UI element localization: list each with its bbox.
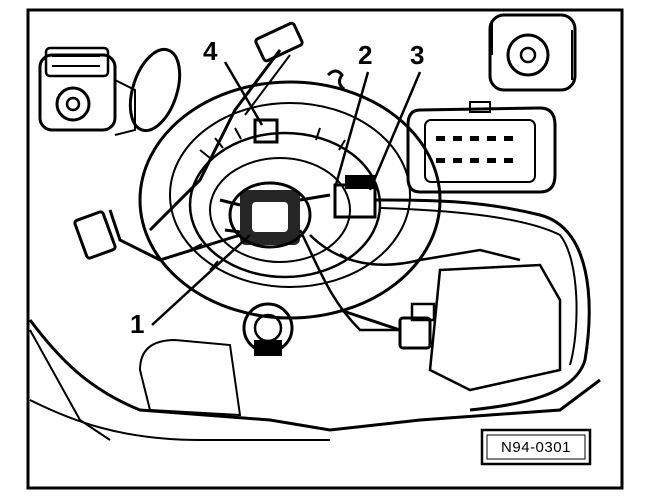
wire-left bbox=[108, 209, 241, 262]
housing-outline bbox=[28, 319, 601, 432]
diagram-frame bbox=[26, 8, 624, 490]
callout-2-leader bbox=[333, 71, 370, 189]
callout-4-leader bbox=[223, 61, 264, 126]
connector-2-3 bbox=[333, 175, 377, 219]
reference-code: N94-0301 bbox=[501, 439, 571, 456]
callout-label-1: 1 bbox=[130, 309, 144, 339]
reference-code-box: N94-0301 bbox=[480, 428, 592, 466]
wire-loop-right-inner bbox=[379, 207, 578, 366]
right-lower-block bbox=[428, 263, 562, 392]
housing-inner-outline bbox=[29, 399, 330, 441]
left-adjuster-motor bbox=[38, 46, 136, 136]
connector-4 bbox=[253, 118, 279, 144]
left-clip bbox=[73, 210, 117, 260]
small-plug bbox=[339, 302, 436, 350]
callout-label-4: 4 bbox=[203, 36, 218, 66]
right-adjuster-motor bbox=[488, 13, 577, 92]
housing-lower-bump bbox=[138, 338, 242, 417]
multi-pin-plug bbox=[406, 101, 557, 194]
callout-label-3: 3 bbox=[410, 40, 424, 70]
wire-down-2 bbox=[309, 234, 521, 266]
bulb-socket bbox=[219, 190, 331, 245]
wire-top bbox=[148, 49, 282, 232]
wire-down bbox=[298, 229, 400, 332]
left-oval-lens bbox=[128, 47, 182, 133]
top-clip bbox=[254, 21, 304, 63]
callout-3-leader bbox=[368, 71, 422, 191]
housing-left-edge bbox=[29, 329, 111, 441]
small-screw bbox=[326, 69, 345, 91]
callout-label-2: 2 bbox=[358, 40, 372, 70]
wire-loop-right bbox=[374, 198, 591, 412]
small-bulb-cap bbox=[242, 302, 294, 356]
callout-1-leader bbox=[151, 234, 251, 326]
wire-top-2 bbox=[244, 54, 291, 116]
